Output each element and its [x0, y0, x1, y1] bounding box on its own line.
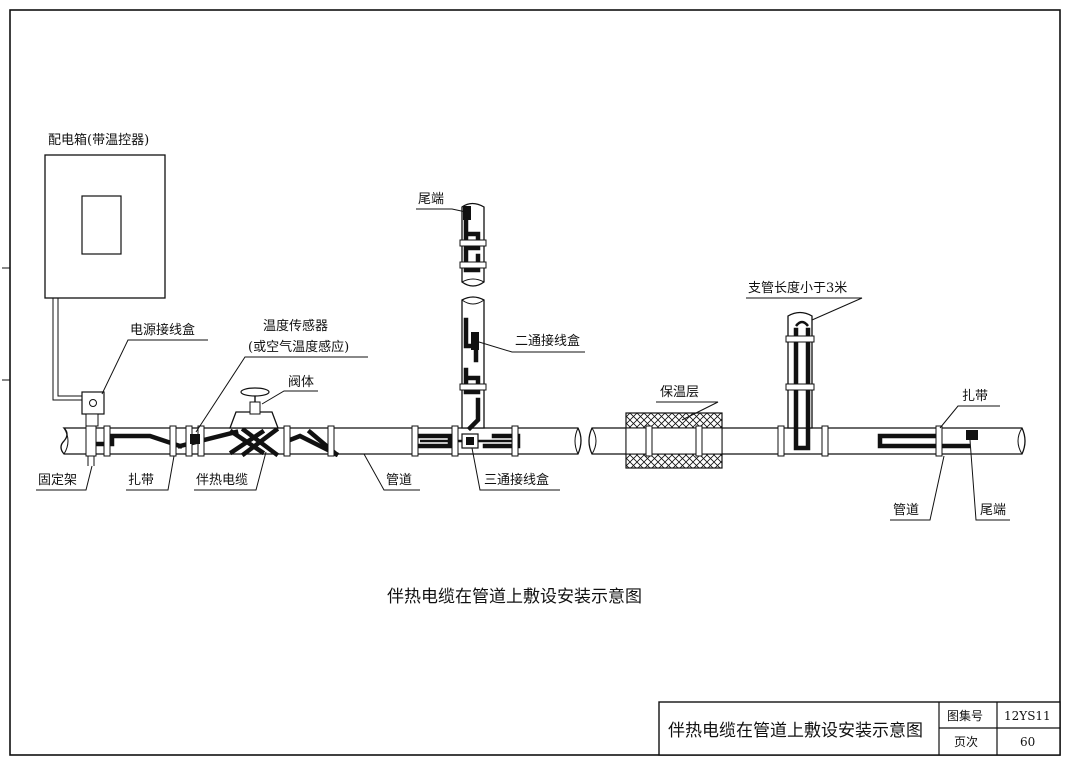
- drawing-frame: [9, 9, 1061, 756]
- leader-tail-end-top: [416, 208, 467, 213]
- temperature-sensor: [190, 434, 200, 444]
- label-branch-length: 支管长度小于3米: [748, 280, 847, 296]
- leader-tracing-cable: [194, 451, 267, 491]
- label-valve-body: 阀体: [288, 375, 314, 390]
- leader-pipe-main: [363, 453, 420, 491]
- vertical-branch-right: [777, 311, 829, 457]
- pipe-break-right-end: [1017, 427, 1023, 455]
- supply-conduit: [52, 298, 82, 401]
- leader-three-way-box: [471, 447, 560, 491]
- title-block: [658, 701, 1061, 756]
- label-tail-end-top: 尾端: [418, 192, 444, 207]
- tail-end-cap-right: [966, 430, 978, 440]
- leader-pipe-right: [890, 455, 945, 521]
- pipe-straps-left: [103, 425, 519, 457]
- label-strap-left: 扎带: [128, 473, 154, 488]
- three-way-junction-box: [461, 433, 479, 449]
- pipe-break-left-end: [63, 427, 69, 455]
- fixed-bracket: [85, 425, 97, 466]
- label-strap-right: 扎带: [962, 389, 988, 404]
- label-temp-sensor-1: 温度传感器: [263, 318, 328, 334]
- label-two-way-box: 二通接线盒: [515, 333, 580, 349]
- leader-temp-sensor: [195, 356, 368, 433]
- label-power-box: 配电箱(带温控器): [48, 132, 149, 148]
- label-pipe-right: 管道: [893, 503, 919, 518]
- leader-branch-length: [746, 297, 863, 321]
- power-junction-box: [81, 391, 105, 427]
- power-distribution-box: [44, 154, 166, 299]
- leader-insulation: [656, 401, 719, 421]
- leader-strap-left: [126, 455, 175, 491]
- leader-fixed-bracket: [36, 465, 93, 491]
- label-power-junction: 电源接线盒: [130, 322, 195, 338]
- diagram-caption: 伴热电缆在管道上敷设安装示意图: [387, 587, 642, 607]
- title-block-atlas-value: 12YS11: [1004, 709, 1051, 723]
- leader-two-way-box: [478, 341, 585, 353]
- pipe-break-mid-a: [574, 427, 579, 455]
- label-tracing-cable: 伴热电缆: [196, 472, 248, 488]
- title-block-title: 伴热电缆在管道上敷设安装示意图: [668, 721, 923, 741]
- label-fixed-bracket: 固定架: [38, 473, 77, 488]
- pipe-break-mid-b: [591, 427, 597, 455]
- label-pipe-main: 管道: [386, 473, 412, 488]
- leader-tail-end-right: [969, 439, 1010, 521]
- label-temp-sensor-2: (或空气温度感应): [248, 339, 349, 355]
- leader-strap-right: [939, 405, 1000, 429]
- tracing-cable-right: [877, 425, 978, 457]
- two-way-junction-box: [471, 332, 479, 350]
- tail-end-cap-top: [463, 206, 471, 220]
- label-insulation: 保温层: [660, 385, 699, 400]
- title-block-atlas-label: 图集号: [947, 708, 983, 723]
- controller-window: [81, 195, 122, 255]
- insulation-layer: [625, 412, 723, 469]
- label-three-way-box: 三通接线盒: [484, 472, 549, 488]
- vertical-branch-upper: [459, 202, 487, 432]
- leader-valve-body: [261, 390, 318, 405]
- label-tail-end-right: 尾端: [980, 503, 1006, 518]
- title-block-page-label: 页次: [954, 735, 978, 749]
- valve-body: [229, 387, 279, 429]
- leader-power-junction: [101, 339, 208, 395]
- title-block-page-value: 60: [1020, 735, 1035, 749]
